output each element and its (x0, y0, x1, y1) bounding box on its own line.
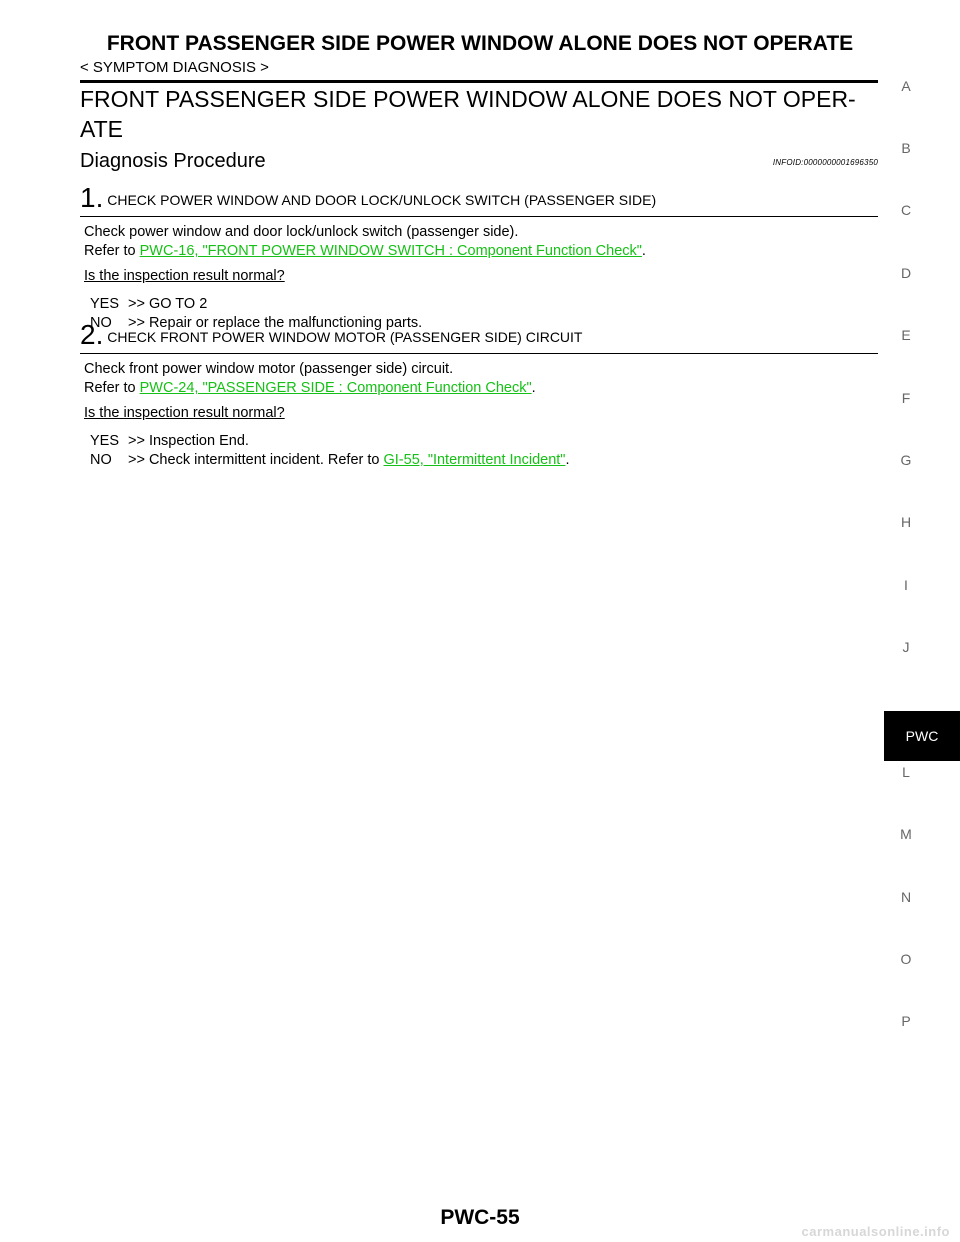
step-2-body: Check front power window motor (passenge… (80, 360, 878, 423)
step-2-reference: Refer to PWC-24, "PASSENGER SIDE : Compo… (84, 379, 878, 398)
step-1-question: Is the inspection result normal? (84, 268, 285, 284)
header-divider (80, 80, 878, 83)
step-1-reference-link[interactable]: PWC-16, "FRONT POWER WINDOW SWITCH : Com… (139, 243, 642, 259)
step-2-heading: 2. CHECK FRONT POWER WINDOW MOTOR (PASSE… (80, 321, 878, 354)
side-index-c[interactable]: C (900, 202, 912, 218)
step-1-heading: 1. CHECK POWER WINDOW AND DOOR LOCK/UNLO… (80, 184, 878, 217)
side-index-f[interactable]: F (901, 390, 911, 406)
procedure-title: Diagnosis Procedure (80, 150, 266, 172)
no-text: >> Repair or replace the malfunctioning … (128, 315, 423, 331)
section-title-line-1: FRONT PASSENGER SIDE POWER WINDOW ALONE … (80, 86, 856, 112)
step-2-incident-link[interactable]: GI-55, "Intermittent Incident" (383, 452, 566, 468)
side-index-l[interactable]: L (902, 764, 910, 780)
info-id: INFOID:0000000001696350 (772, 158, 878, 167)
step-2-answers: YES >> Inspection End. NO >> Check inter… (80, 432, 878, 470)
step-1-reference: Refer to PWC-16, "FRONT POWER WINDOW SWI… (84, 242, 878, 261)
step-2-number: 2. (80, 319, 104, 350)
step-1-answer-yes: YES >> GO TO 2 (90, 295, 878, 314)
step-1-body: Check power window and door lock/unlock … (80, 223, 878, 286)
side-index-a[interactable]: A (901, 78, 911, 94)
side-index-n[interactable]: N (900, 889, 912, 905)
step-1: 1. CHECK POWER WINDOW AND DOOR LOCK/UNLO… (80, 184, 878, 333)
step-1-refer-suffix: . (641, 243, 646, 259)
side-index-g[interactable]: G (900, 452, 912, 468)
no-text-prefix: >> Check intermittent incident. Refer to (128, 452, 384, 468)
step-1-refer-prefix: Refer to (84, 243, 140, 259)
step-2-answer-no: NO >> Check intermittent incident. Refer… (90, 451, 878, 470)
side-index-p[interactable]: P (901, 1013, 911, 1029)
step-1-answer-no: NO >> Repair or replace the malfunctioni… (90, 314, 878, 333)
step-2: 2. CHECK FRONT POWER WINDOW MOTOR (PASSE… (80, 321, 878, 470)
side-index-e[interactable]: E (901, 327, 911, 343)
page-header-title: FRONT PASSENGER SIDE POWER WINDOW ALONE … (106, 32, 854, 55)
step-1-heading-text: CHECK POWER WINDOW AND DOOR LOCK/UNLOCK … (107, 192, 657, 208)
no-text-suffix: . (565, 452, 570, 468)
step-1-instruction: Check power window and door lock/unlock … (84, 224, 519, 240)
yes-key: YES (90, 296, 120, 312)
side-index-pwc-tab[interactable]: PWC (884, 711, 960, 761)
step-2-refer-suffix: . (531, 380, 536, 396)
side-index-m[interactable]: M (900, 826, 912, 842)
step-2-reference-link[interactable]: PWC-24, "PASSENGER SIDE : Component Func… (139, 380, 532, 396)
page-number: PWC-55 (440, 1206, 520, 1229)
side-index-b[interactable]: B (901, 140, 911, 156)
step-2-answer-yes: YES >> Inspection End. (90, 432, 878, 451)
breadcrumb: < SYMPTOM DIAGNOSIS > (80, 59, 269, 76)
step-1-number: 1. (80, 182, 104, 213)
side-index-d[interactable]: D (900, 265, 912, 281)
yes-key: YES (90, 433, 120, 449)
no-key: NO (90, 315, 112, 331)
step-1-answers: YES >> GO TO 2 NO >> Repair or replace t… (80, 295, 878, 333)
yes-text: >> Inspection End. (128, 433, 249, 449)
side-index-o[interactable]: O (900, 951, 912, 967)
watermark: carmanualsonline.info (801, 1224, 950, 1239)
section-title-line-2: ATE (80, 116, 124, 142)
procedure-header: Diagnosis Procedure INFOID:0000000001696… (80, 150, 878, 173)
no-key: NO (90, 452, 112, 468)
step-2-refer-prefix: Refer to (84, 380, 140, 396)
side-index-i[interactable]: I (904, 577, 908, 593)
step-2-heading-text: CHECK FRONT POWER WINDOW MOTOR (PASSENGE… (107, 329, 583, 345)
side-index-j[interactable]: J (902, 639, 910, 655)
yes-text: >> GO TO 2 (128, 296, 208, 312)
section-title: FRONT PASSENGER SIDE POWER WINDOW ALONE … (80, 84, 880, 144)
step-2-instruction: Check front power window motor (passenge… (84, 361, 454, 377)
no-text: >> Check intermittent incident. Refer to… (128, 451, 570, 470)
side-index-h[interactable]: H (900, 514, 912, 530)
step-2-question: Is the inspection result normal? (84, 405, 285, 421)
